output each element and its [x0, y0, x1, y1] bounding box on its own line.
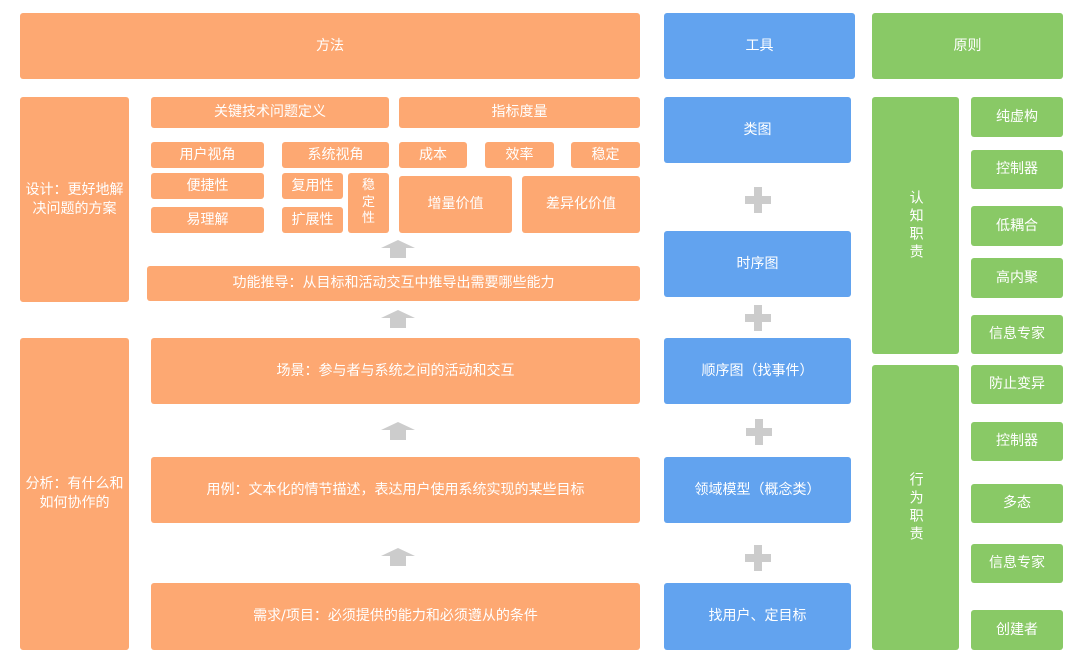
principle-controller: 控制器 [971, 150, 1063, 189]
function-derivation: 功能推导：从目标和活动交互中推导出需要哪些能力 [147, 266, 640, 301]
tool-class-diagram: 类图 [664, 97, 851, 163]
system-item-reusability: 复用性 [282, 173, 343, 199]
cognitive-responsibility-label: 认知职责 [872, 97, 959, 354]
up-arrow-icon [381, 548, 415, 566]
system-item-stability: 稳 定 性 [348, 173, 389, 233]
up-arrow-icon [381, 240, 415, 258]
behavioral-responsibility-label: 行为职责 [872, 365, 959, 650]
tool-domain-model: 领域模型（概念类） [664, 457, 851, 523]
methods-header: 方法 [20, 13, 640, 79]
plus-icon [745, 187, 771, 213]
principle-high-cohesion: 高内聚 [971, 258, 1063, 298]
principle-information-expert: 信息专家 [971, 315, 1063, 354]
design-label-line-2: 决问题的方案 [32, 200, 117, 217]
principle-protected-variations: 防止变异 [971, 365, 1063, 404]
system-item-extensibility: 扩展性 [282, 207, 343, 233]
user-item-understandability: 易理解 [151, 207, 264, 233]
key-tech-title: 关键技术问题定义 [151, 97, 389, 128]
metric-stability: 稳定 [571, 142, 640, 168]
use-case: 用例：文本化的情节描述，表达用户使用系统实现的某些目标 [151, 457, 640, 523]
principle-pure-fabrication: 纯虚构 [971, 97, 1063, 137]
analysis-label-line-2: 如何协作的 [39, 495, 110, 511]
tools-header: 工具 [664, 13, 855, 79]
principle-information-expert-behavioral: 信息专家 [971, 544, 1063, 583]
metric-incremental-value: 增量价值 [399, 176, 512, 233]
design-label-line-1: 设计：更好地解 [25, 181, 124, 198]
tool-find-users-goals: 找用户、定目标 [664, 583, 851, 650]
system-view: 系统视角 [282, 142, 389, 168]
plus-icon [746, 419, 772, 445]
stability-char-3: 性 [361, 211, 375, 227]
metric-differentiated-value: 差异化价值 [522, 176, 640, 233]
scenario: 场景：参与者与系统之间的活动和交互 [151, 338, 640, 404]
tool-timing-diagram: 时序图 [664, 231, 851, 297]
up-arrow-icon [381, 422, 415, 440]
principle-controller-behavioral: 控制器 [971, 422, 1063, 461]
design-label: 设计：更好地解 决问题的方案 [20, 97, 129, 302]
analysis-label-line-1: 分析：有什么和 [25, 476, 124, 493]
metrics-title: 指标度量 [399, 97, 640, 128]
user-view: 用户视角 [151, 142, 264, 168]
up-arrow-icon [381, 310, 415, 328]
analysis-label: 分析：有什么和 如何协作的 [20, 338, 129, 650]
requirements: 需求/项目：必须提供的能力和必须遵从的条件 [151, 583, 640, 650]
principle-low-coupling: 低耦合 [971, 206, 1063, 246]
principle-polymorphism: 多态 [971, 484, 1063, 523]
tool-sequence-diagram: 顺序图（找事件） [664, 338, 851, 404]
metric-cost: 成本 [399, 142, 467, 168]
principle-creator: 创建者 [971, 610, 1063, 650]
stability-char-1: 稳 [361, 177, 375, 193]
stability-char-2: 定 [361, 194, 375, 210]
plus-icon [745, 305, 771, 331]
user-item-convenience: 便捷性 [151, 173, 264, 199]
plus-icon [745, 545, 771, 571]
metric-efficiency: 效率 [485, 142, 554, 168]
principles-header: 原则 [872, 13, 1063, 79]
